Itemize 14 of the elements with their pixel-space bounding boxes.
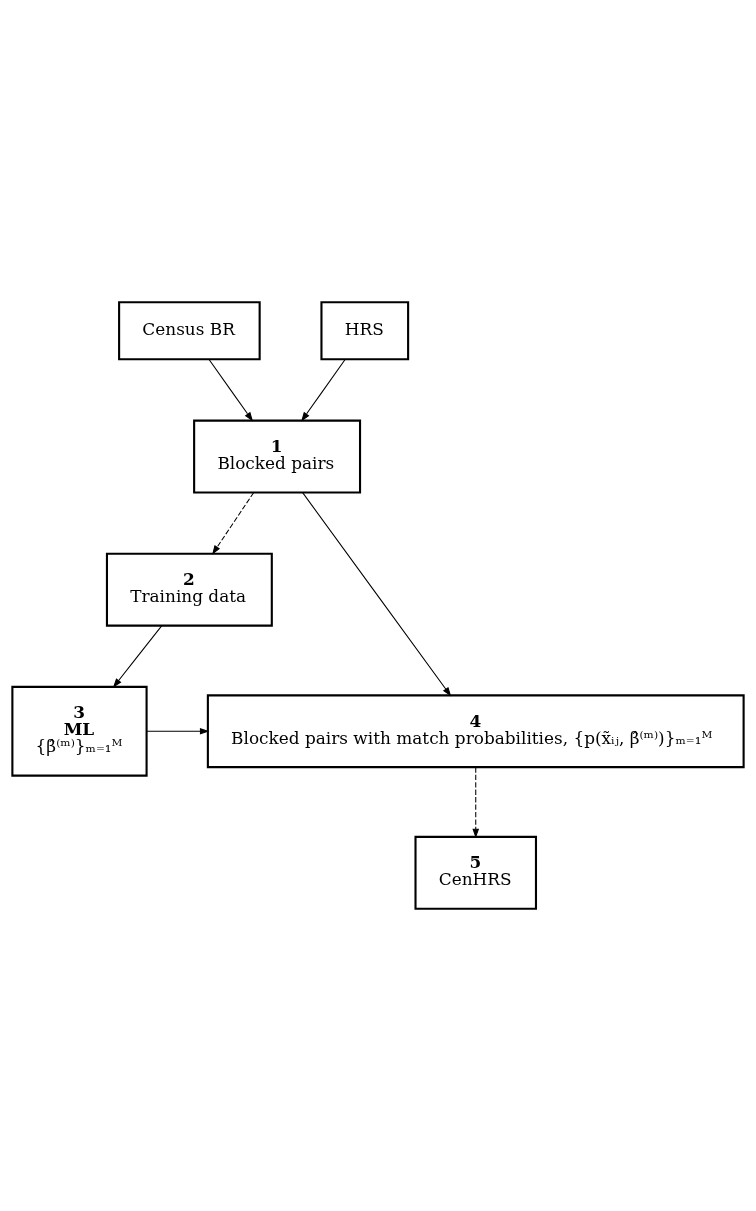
- arrow: [302, 492, 452, 697]
- arrow: [472, 766, 480, 839]
- arrow: [146, 727, 210, 735]
- arrow: [208, 359, 254, 422]
- arrow: [301, 359, 346, 422]
- node-box: 2 Training data: [105, 552, 273, 627]
- node-box: HRS: [320, 301, 410, 361]
- arrow: [212, 492, 255, 555]
- node-box: 4 Blocked pairs with match probabilities, {p(x̃ᵢⱼ, β̂⁽ᵐ⁾)}ₘ₌₁ᴹ: [206, 694, 745, 769]
- arrow: [112, 625, 163, 688]
- node-box: Census BR: [118, 301, 261, 361]
- node-box: 5 CenHRS: [414, 835, 538, 910]
- node-box: 1 Blocked pairs: [193, 419, 362, 494]
- node-box: 3 ML {β̂⁽ᵐ⁾}ₘ₌₁ᴹ: [11, 685, 148, 777]
